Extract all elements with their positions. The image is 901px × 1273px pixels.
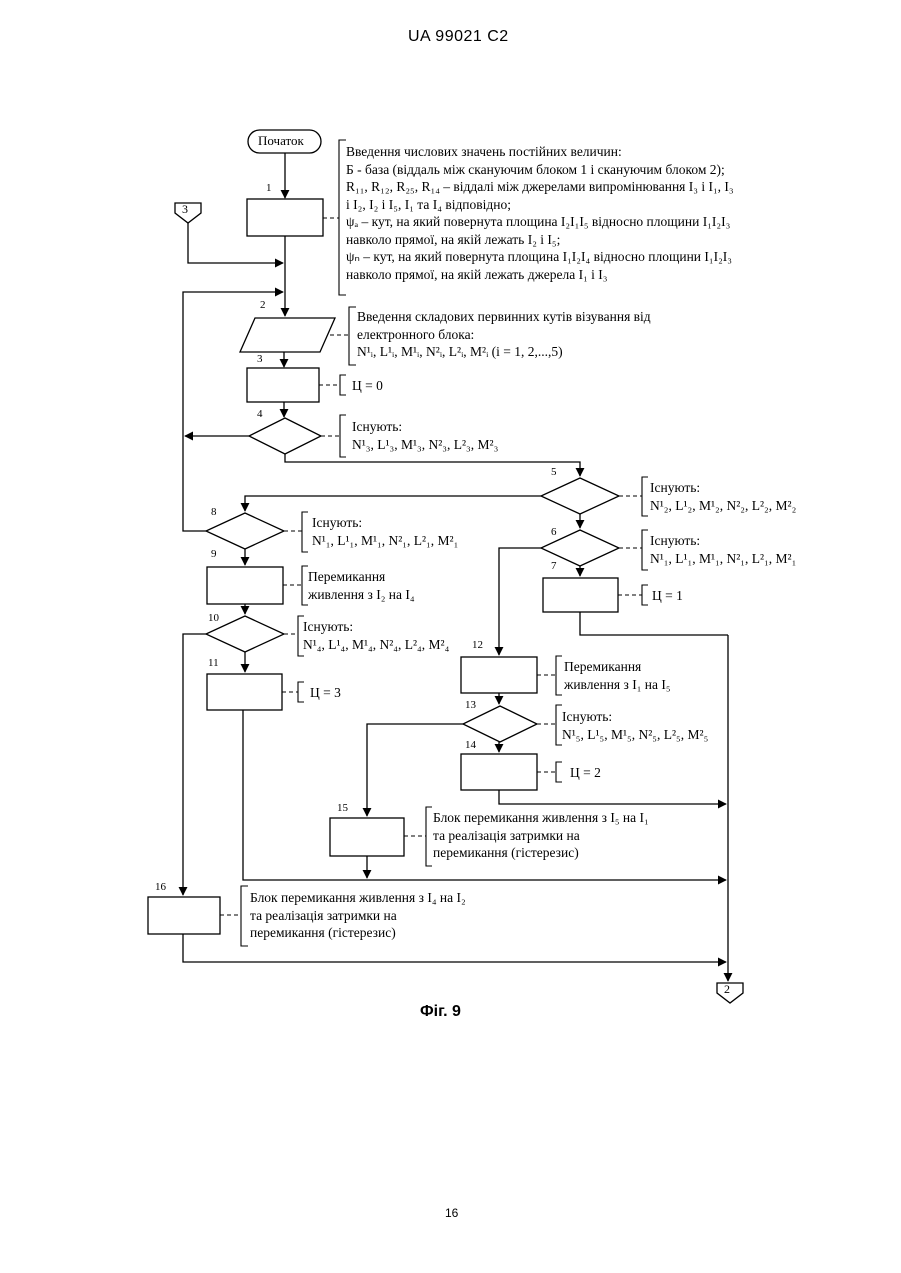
- block-number-1: 1: [266, 182, 272, 194]
- process-block-3: [247, 368, 319, 402]
- annotation-line: R₁₁, R₁₂, R₂₅, R₁₄ – віддалі між джерела…: [346, 178, 734, 196]
- annotation-line: ψₐ – кут, на який повернута площина I₂I₁…: [346, 213, 734, 231]
- annotation-line: та реалізація затримки на: [250, 907, 466, 925]
- annotation-line: Блок перемикання живлення з I₄ на I₂: [250, 889, 466, 907]
- annotation-exist-5: Існують: N¹₅, L¹₅, M¹₅, N²₅, L²₅, M²₅: [562, 708, 708, 743]
- annotation-line: електронного блока:: [357, 326, 651, 344]
- process-block-1: [247, 199, 323, 236]
- annotation-line: Існують:: [650, 532, 796, 550]
- annotation-line: живлення з I₁ на I₅: [564, 676, 671, 694]
- annotation-input-angles: Введення складових первинних кутів візув…: [357, 308, 651, 361]
- annotation-formula: N¹₁, L¹₁, M¹₁, N²₁, L²₁, M²₁: [312, 532, 458, 550]
- process-block-7: [543, 578, 618, 612]
- annotation-line: навколо прямої, на якій лежать джерела I…: [346, 266, 734, 284]
- annotation-line: Існують:: [650, 479, 796, 497]
- annotation-formula: N¹₁, L¹₁, M¹₁, N²₁, L²₁, M²₁: [650, 550, 796, 568]
- process-block-9: [207, 567, 283, 604]
- annotation-formula: N¹₄, L¹₄, M¹₄, N²₄, L²₄, M²₄: [303, 636, 449, 654]
- annotation-line: Існують:: [312, 514, 458, 532]
- annotation-line: Існують:: [352, 418, 498, 436]
- annotation-line: Існують:: [303, 618, 449, 636]
- annotation-line: Існують:: [562, 708, 708, 726]
- annotation-exist-2: Існують: N¹₂, L¹₂, M¹₂, N²₂, L²₂, M²₂: [650, 479, 796, 514]
- annotation-line: Введення числових значень постійних вели…: [346, 143, 734, 161]
- connector-out-label: 2: [724, 982, 730, 997]
- process-block-14: [461, 754, 537, 790]
- block-number-16: 16: [155, 881, 166, 893]
- block-number-4: 4: [257, 408, 263, 420]
- decision-4: [249, 418, 321, 454]
- block-number-10: 10: [208, 612, 219, 624]
- annotation-line: Введення складових первинних кутів візув…: [357, 308, 651, 326]
- process-block-12: [461, 657, 537, 693]
- connector-out-2: [717, 983, 743, 1003]
- annotation-line: навколо прямої, на якій лежать I₂ і I₅;: [346, 231, 734, 249]
- annotation-line: перемикання (гістерезис): [250, 924, 466, 942]
- annotation-exist-3: Існують: N¹₃, L¹₃, M¹₃, N²₃, L²₃, M²₃: [352, 418, 498, 453]
- block-number-7: 7: [551, 560, 557, 572]
- connector-in-label: 3: [182, 202, 188, 217]
- block-number-2: 2: [260, 299, 266, 311]
- process-block-15: [330, 818, 404, 856]
- annotation-line: Перемикання: [564, 658, 671, 676]
- block-number-14: 14: [465, 739, 476, 751]
- annotation-block-15: Блок перемикання живлення з I₅ на I₁ та …: [433, 809, 649, 862]
- process-block-16: [148, 897, 220, 934]
- annotation-formula: N¹₂, L¹₂, M¹₂, N²₂, L²₂, M²₂: [650, 497, 796, 515]
- annotation-line: Б - база (віддаль між скануючим блоком 1…: [346, 161, 734, 179]
- page-number: 16: [445, 1206, 458, 1220]
- block-number-8: 8: [211, 506, 217, 518]
- annotation-block-16: Блок перемикання живлення з I₄ на I₂ та …: [250, 889, 466, 942]
- annotation-c2: Ц = 2: [570, 764, 601, 782]
- annotation-exist-1a: Існують: N¹₁, L¹₁, M¹₁, N²₁, L²₁, M²₁: [650, 532, 796, 567]
- annotation-c3: Ц = 3: [310, 684, 341, 702]
- annotation-constants: Введення числових значень постійних вели…: [346, 143, 734, 283]
- decision-5: [541, 478, 619, 514]
- io-block-2: [240, 318, 335, 352]
- start-label: Початок: [258, 133, 304, 149]
- annotation-line: ψₙ – кут, на який повернута площина I₁I₂…: [346, 248, 734, 266]
- block-number-15: 15: [337, 802, 348, 814]
- annotation-line: Блок перемикання живлення з I₅ на I₁: [433, 809, 649, 827]
- annotation-formula: N¹ᵢ, L¹ᵢ, M¹ᵢ, N²ᵢ, L²ᵢ, M²ᵢ (i = 1, 2,.…: [357, 343, 651, 361]
- annotation-switch-1-5: Перемикання живлення з I₁ на I₅: [564, 658, 671, 693]
- annotation-switch-2-4: Перемикання живлення з I₂ на I₄: [308, 568, 415, 603]
- annotation-exist-4: Існують: N¹₄, L¹₄, M¹₄, N²₄, L²₄, M²₄: [303, 618, 449, 653]
- decision-13: [463, 706, 537, 742]
- block-number-9: 9: [211, 548, 217, 560]
- annotation-line: та реалізація затримки на: [433, 827, 649, 845]
- annotation-line: живлення з I₂ на I₄: [308, 586, 415, 604]
- annotation-line: і I₂, I₂ і I₅, I₁ та I₄ відповідно;: [346, 196, 734, 214]
- annotation-formula: N¹₅, L¹₅, M¹₅, N²₅, L²₅, M²₅: [562, 726, 708, 744]
- annotation-exist-1b: Існують: N¹₁, L¹₁, M¹₁, N²₁, L²₁, M²₁: [312, 514, 458, 549]
- block-number-11: 11: [208, 657, 219, 669]
- block-number-3: 3: [257, 353, 263, 365]
- annotation-formula: N¹₃, L¹₃, M¹₃, N²₃, L²₃, M²₃: [352, 436, 498, 454]
- connector-in-3: [175, 203, 201, 223]
- annotation-c0: Ц = 0: [352, 377, 383, 395]
- annotation-line: Перемикання: [308, 568, 415, 586]
- figure-caption: Фіг. 9: [420, 1003, 461, 1021]
- block-number-6: 6: [551, 526, 557, 538]
- block-number-12: 12: [472, 639, 483, 651]
- annotation-c1: Ц = 1: [652, 587, 683, 605]
- decision-8: [206, 513, 284, 549]
- block-number-13: 13: [465, 699, 476, 711]
- block-number-5: 5: [551, 466, 557, 478]
- process-block-11: [207, 674, 282, 710]
- annotation-line: перемикання (гістерезис): [433, 844, 649, 862]
